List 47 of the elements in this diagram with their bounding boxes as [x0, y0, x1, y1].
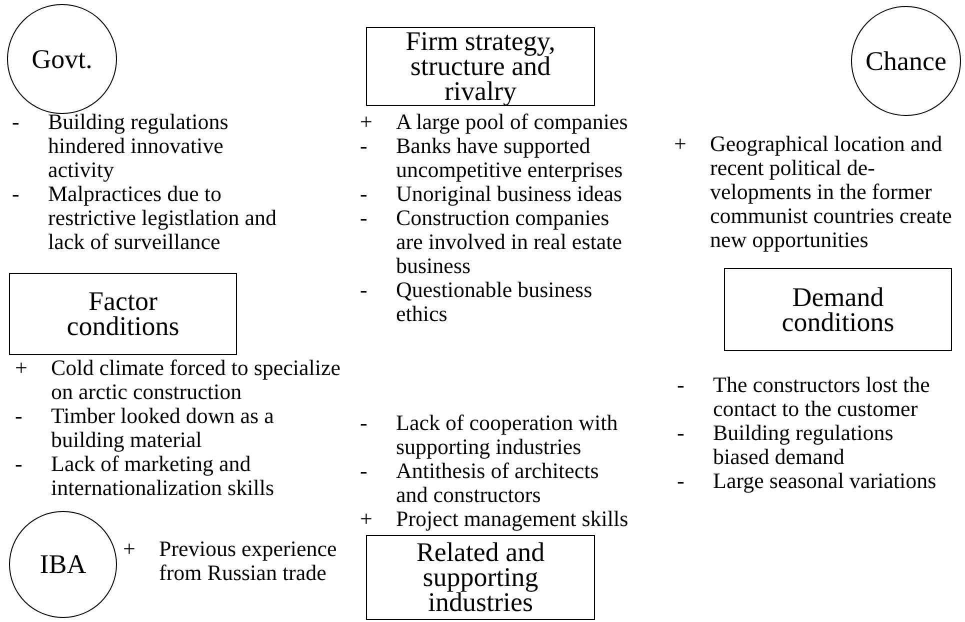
list-item-text: Geographical location and recent political de-velopments in the former communist countries create new opportunities [710, 132, 953, 252]
box-node [366, 535, 595, 620]
list-marker: - [12, 182, 20, 206]
list-marker: - [360, 411, 368, 435]
list-item-text: The constructors lost the contact to the customer [713, 373, 931, 421]
box-node [366, 27, 595, 106]
list-item-text: Lack of cooperation with supporting industries [396, 411, 619, 459]
list-item-text: Cold climate forced to specialize on arctic construction [51, 356, 342, 404]
list-marker: + [674, 132, 686, 156]
list-item-text: Building regulations biased demand [713, 421, 894, 469]
list-marker: - [15, 452, 22, 476]
node-label: Demand conditions [780, 284, 896, 334]
list-marker: - [360, 206, 368, 230]
node-label: IBA [40, 552, 86, 577]
list-item-text: Lack of marketing and internationalization skills [51, 452, 276, 500]
list-marker: - [12, 110, 20, 134]
list-item-text: Malpractices due to restrictive legistlation and lack of surveillance [48, 182, 278, 254]
list-marker: + [123, 537, 136, 561]
node-label: Chance [866, 48, 946, 74]
node-label: Govt. [32, 46, 92, 72]
list-marker: + [360, 110, 372, 134]
list-marker: - [15, 404, 22, 428]
list-marker: - [677, 469, 684, 493]
list-marker: - [360, 459, 368, 483]
list-item-text: Project management skills [396, 507, 630, 531]
list-marker: - [677, 421, 684, 445]
list-marker: - [360, 278, 368, 302]
list-marker: - [677, 373, 684, 397]
list-marker: - [360, 134, 368, 158]
list-item-text: Questionable business ethics [396, 278, 594, 326]
list-item-text: Previous experience from Russian trade [159, 537, 338, 585]
list-item-text: Timber looked down as a building material [51, 404, 275, 452]
list-item-text: Construction companies are involved in real estate business [396, 206, 624, 278]
list-item-text: A large pool of companies [396, 110, 629, 134]
node-label: Factor conditions [66, 289, 180, 339]
list-marker: + [15, 356, 28, 380]
list-item-text: Banks have supported uncompetitive enterprises [396, 134, 623, 182]
list-marker: + [360, 507, 372, 531]
node-label: Firm strategy, structure and rivalry [404, 29, 556, 104]
list-marker: - [360, 182, 368, 206]
list-item-text: Unoriginal business ideas [396, 182, 624, 206]
box-node [9, 273, 237, 355]
list-item-text: Antithesis of architects and constructors [396, 459, 600, 507]
list-item-text: Building regulations hindered innovative activity [48, 110, 230, 182]
list-item-text: Large seasonal variations [713, 469, 938, 493]
node-label: Related and supporting industries [415, 540, 546, 615]
box-node [724, 268, 952, 351]
